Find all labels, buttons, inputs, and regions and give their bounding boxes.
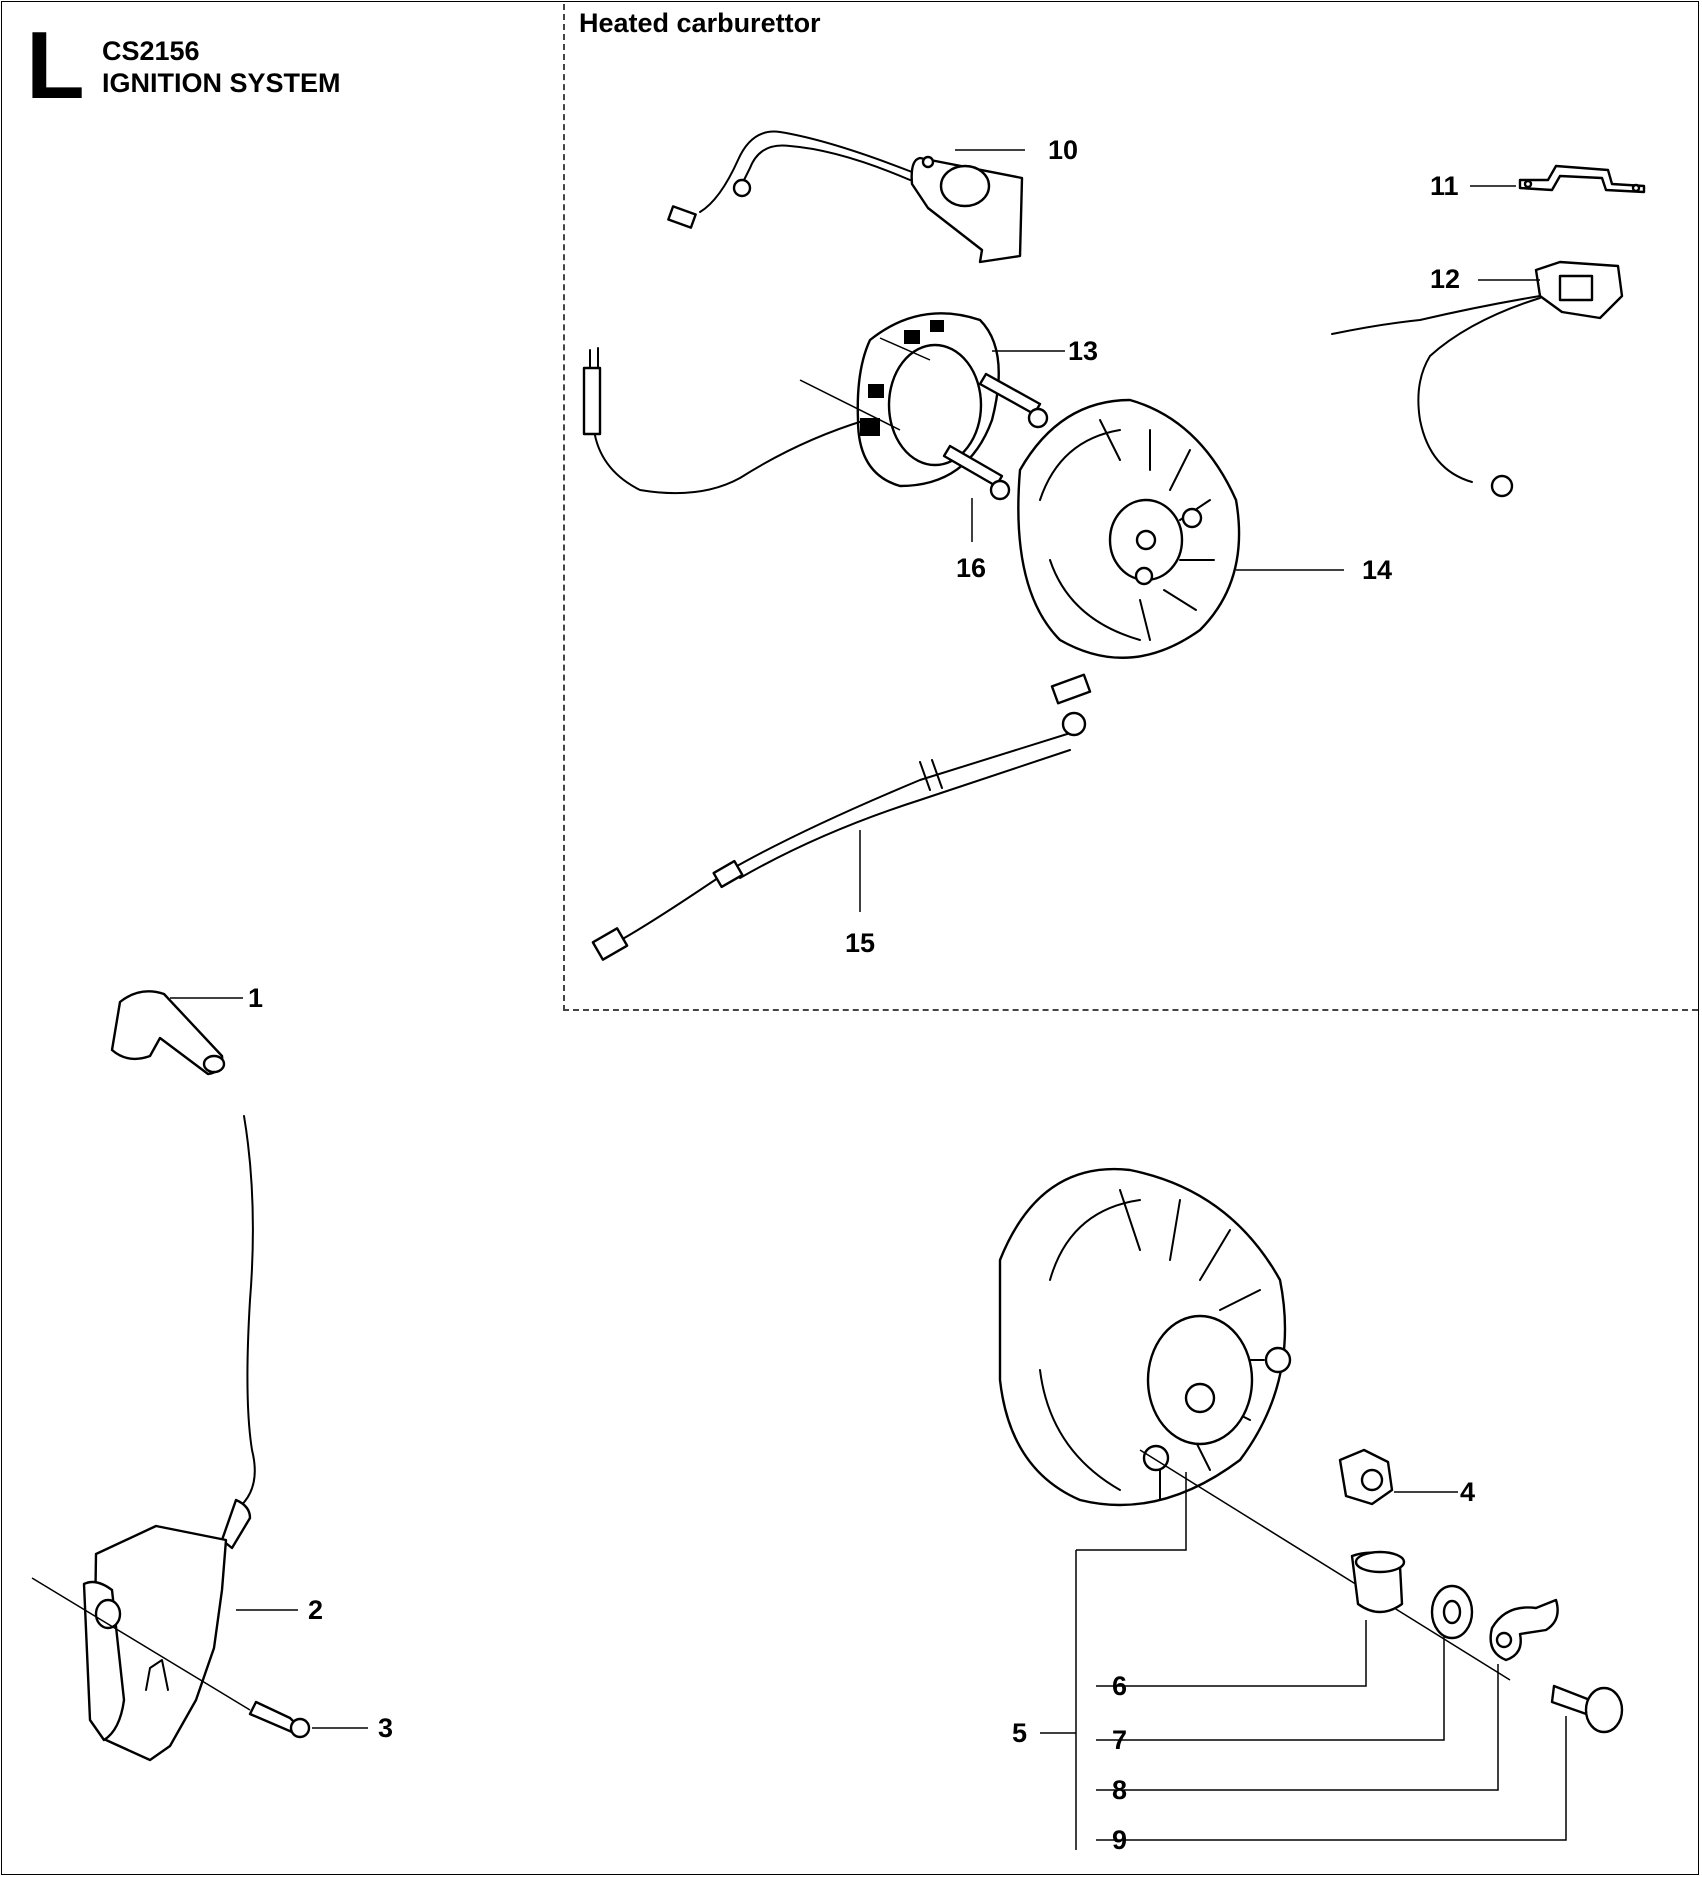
coil-screw-icon [942, 372, 1049, 542]
callout-6: 6 [1112, 1671, 1128, 1701]
callout-3: 3 [378, 1713, 394, 1743]
cable-harness-icon [591, 673, 1092, 961]
callout-10: 10 [1048, 135, 1079, 165]
flywheel-nut-icon [1338, 1448, 1458, 1506]
callout-11: 11 [1430, 171, 1459, 201]
section-letter: L [26, 12, 85, 119]
spring-icon [1096, 1550, 1406, 1687]
callout-16: 16 [956, 553, 987, 583]
washer-icon [1096, 1584, 1474, 1741]
callout-9: 9 [1112, 1825, 1128, 1855]
callout-2: 2 [308, 1595, 324, 1625]
callout-12: 12 [1430, 264, 1461, 294]
section-title: IGNITION SYSTEM [102, 68, 341, 98]
heated-flywheel-icon [1017, 398, 1344, 659]
heating-element-icon [667, 130, 1025, 264]
heated-carburettor-inset [563, 4, 1698, 1011]
callout-13: 13 [1068, 336, 1099, 366]
pawl-icon [1096, 1598, 1559, 1791]
callout-8: 8 [1112, 1775, 1128, 1805]
callout-1: 1 [248, 983, 264, 1013]
cable-clamp-icon [1470, 164, 1646, 194]
generator-coil-icon [582, 312, 1065, 495]
callout-7: 7 [1112, 1725, 1128, 1755]
callout-15: 15 [845, 928, 876, 958]
callout-4: 4 [1460, 1477, 1476, 1507]
module-screw-icon [248, 1700, 368, 1739]
inset-title: Heated carburettor [579, 8, 821, 38]
model-code: CS2156 [102, 36, 200, 66]
pivot-screw-icon [1096, 1684, 1624, 1841]
spark-plug-cap-icon [110, 990, 243, 1076]
flywheel-assembly-icon [998, 1167, 1511, 1850]
ignition-module-icon [31, 1115, 298, 1762]
callout-14: 14 [1362, 555, 1393, 585]
thermostat-icon [1331, 260, 1624, 498]
callout-5: 5 [1012, 1718, 1028, 1748]
